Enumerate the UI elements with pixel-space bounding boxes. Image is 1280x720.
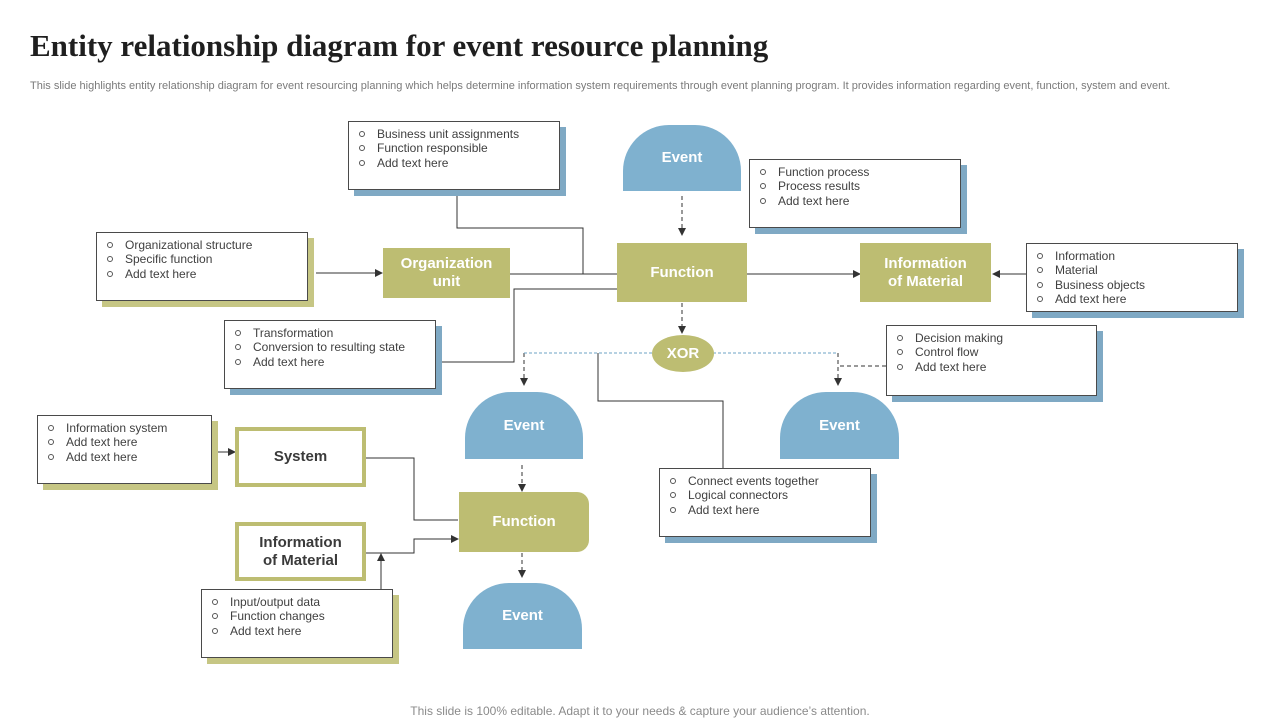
- note-item: Add text here: [897, 360, 1088, 374]
- note-item: Add text here: [670, 503, 862, 517]
- note-item: Organizational structure: [107, 238, 299, 252]
- note-item: Add text here: [48, 435, 203, 449]
- note-item: Business unit assignments: [359, 127, 551, 141]
- note-item: Control flow: [897, 345, 1088, 359]
- organization-unit-node: Organization unit: [383, 248, 510, 298]
- line-xor-to-connect-note: [597, 353, 724, 468]
- note-input-output-data: Input/output data Function changes Add t…: [201, 589, 393, 658]
- note-item: Function process: [760, 165, 952, 179]
- event-bottom-label: Event: [502, 607, 543, 624]
- note-item: Function responsible: [359, 141, 551, 155]
- note-item: Add text here: [760, 194, 952, 208]
- note-decision-making: Decision making Control flow Add text he…: [886, 325, 1097, 396]
- note-item: Add text here: [48, 450, 203, 464]
- note-item: Add text here: [212, 624, 384, 638]
- information-of-material-left-node: Information of Material: [235, 522, 366, 581]
- xor-node: XOR: [652, 335, 714, 372]
- event-top-label: Event: [661, 149, 703, 166]
- event-mid-left-label: Event: [503, 416, 545, 434]
- slide-footer: This slide is 100% editable. Adapt it to…: [410, 704, 870, 718]
- note-item: Add text here: [235, 355, 427, 369]
- event-bottom-node: Event: [463, 583, 582, 649]
- function-main-node: Function: [617, 243, 747, 302]
- note-item: Process results: [760, 179, 952, 193]
- slide-title: Entity relationship diagram for event re…: [30, 28, 769, 63]
- note-item: Add text here: [359, 156, 551, 170]
- note-item: Specific function: [107, 252, 299, 266]
- note-item: Material: [1037, 263, 1229, 277]
- information-of-material-right-node: Information of Material: [860, 243, 991, 302]
- function-lower-node: Function: [459, 492, 589, 552]
- event-top-node: Event: [623, 125, 741, 191]
- line-transformation-to-function: [437, 288, 617, 363]
- organization-unit-label: Organization unit: [400, 255, 493, 290]
- note-item: Logical connectors: [670, 488, 862, 502]
- note-item: Information: [1037, 249, 1229, 263]
- note-organizational-structure: Organizational structure Specific functi…: [96, 232, 308, 301]
- event-mid-right-label: Event: [819, 416, 860, 434]
- note-item: Information system: [48, 421, 203, 435]
- note-item: Input/output data: [212, 595, 384, 609]
- line-system-to-function: [366, 457, 458, 521]
- xor-label: XOR: [666, 344, 700, 362]
- note-information: Information Material Business objects Ad…: [1026, 243, 1238, 312]
- line-business-unit-to-function: [456, 191, 584, 274]
- note-item: Business objects: [1037, 278, 1229, 292]
- event-mid-right-node: Event: [780, 392, 899, 459]
- note-item: Add text here: [1037, 292, 1229, 306]
- note-item: Add text here: [107, 267, 299, 281]
- note-item: Transformation: [235, 326, 427, 340]
- system-node: System: [235, 427, 366, 487]
- note-connect-events: Connect events together Logical connecto…: [659, 468, 871, 537]
- note-item: Conversion to resulting state: [235, 340, 427, 354]
- information-of-material-right-label: Information of Material: [884, 254, 967, 290]
- information-of-material-left-label: Information of Material: [259, 533, 342, 569]
- note-business-unit: Business unit assignments Function respo…: [348, 121, 560, 190]
- note-function-process: Function process Process results Add tex…: [749, 159, 961, 228]
- note-information-system: Information system Add text here Add tex…: [37, 415, 212, 484]
- function-main-label: Function: [650, 263, 714, 281]
- function-lower-label: Function: [492, 513, 556, 530]
- system-label: System: [273, 448, 328, 465]
- line-info-material-to-function: [366, 535, 459, 554]
- note-item: Decision making: [897, 331, 1088, 345]
- note-transformation: Transformation Conversion to resulting s…: [224, 320, 436, 389]
- slide-subtitle: This slide highlights entity relationshi…: [30, 80, 1171, 92]
- note-item: Connect events together: [670, 474, 862, 488]
- note-item: Function changes: [212, 609, 384, 623]
- event-mid-left-node: Event: [465, 392, 583, 459]
